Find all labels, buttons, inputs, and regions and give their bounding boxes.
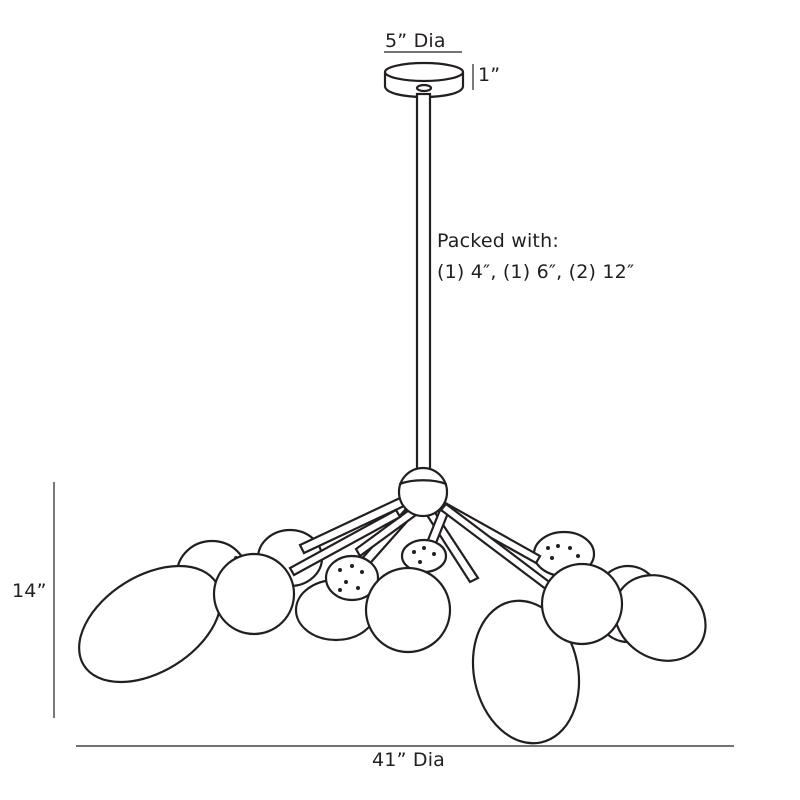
packed-with-title: Packed with: <box>437 230 559 252</box>
canopy-height-label: 1” <box>478 64 501 86</box>
center-hub <box>397 466 449 518</box>
canopy <box>383 61 465 99</box>
packed-with-rods: (1) 4″, (1) 6″, (2) 12″ <box>437 261 635 283</box>
front-globes <box>78 552 624 745</box>
downrod <box>415 92 432 480</box>
height-label: 14” <box>12 580 47 602</box>
overall-diameter-label: 41” Dia <box>372 749 446 771</box>
canopy-diameter-label: 5” Dia <box>385 30 446 52</box>
socket-cups <box>324 538 448 602</box>
